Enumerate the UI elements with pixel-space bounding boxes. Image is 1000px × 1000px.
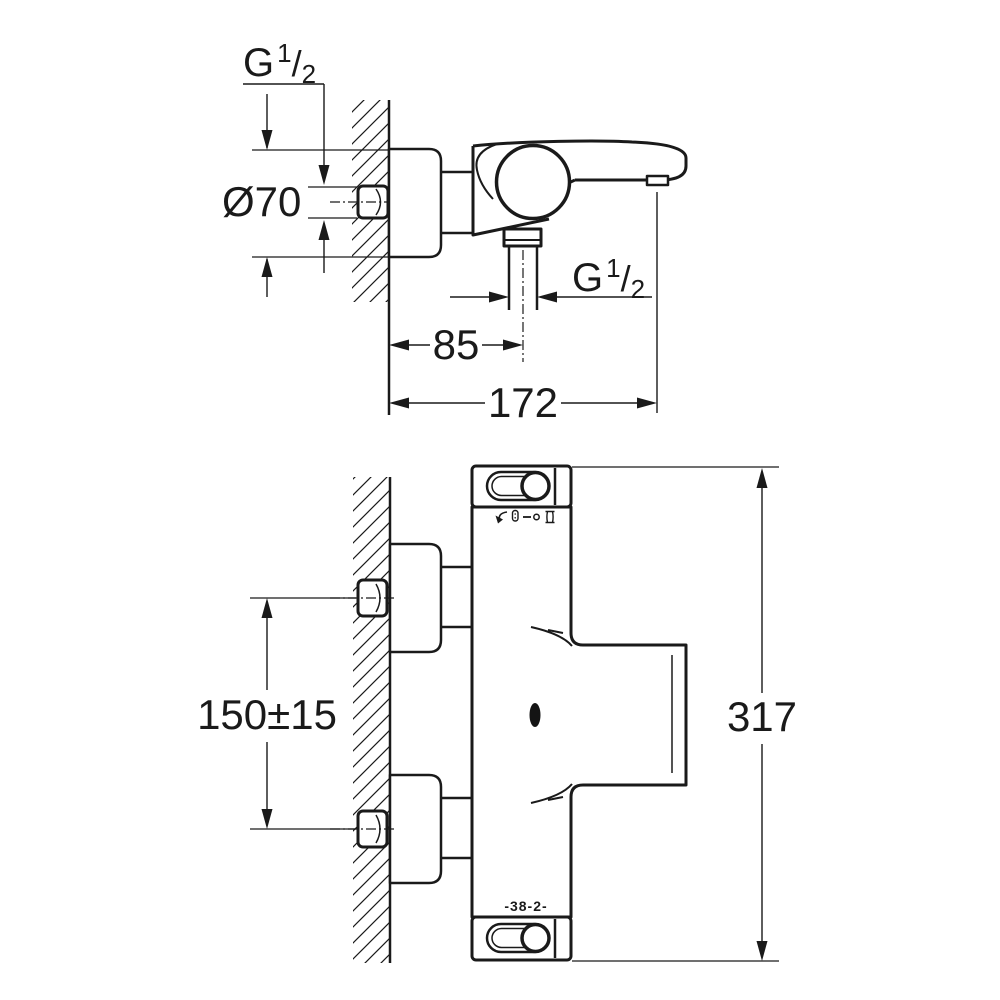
spout-fillet-top [530,626,573,647]
mode-pictograms [495,509,555,524]
dim-escutcheon-diameter: Ø70 [222,94,389,297]
diverter-knob [520,470,551,502]
rotate-arrow-icon [495,511,508,524]
cartridge-cap [494,143,572,221]
dim-spout-reach: 172 [389,192,658,426]
thermostat-body [470,505,688,919]
dim-317-label: 317 [727,693,797,740]
faucet-body-side [471,139,688,362]
tub-icon [545,510,555,524]
spout-fillet-bottom [530,783,573,804]
dot-icon [533,513,540,521]
temperature-scale-marking: -38-2- [504,898,547,914]
wall-union-nut [330,184,394,220]
front-view: -38-2- 150±15 317 [197,464,797,963]
dim-outlet-offset: 85 [389,321,523,368]
aerator [645,174,670,187]
escutcheon-side [387,147,443,259]
lever-seam [475,143,498,200]
diverter-handle [470,464,573,509]
grohe-logo-mark [529,703,541,727]
escutcheon-neck [441,170,472,235]
spout-outline [472,139,688,182]
shower-outlet-nut [502,227,543,248]
dim-150-label: 150±15 [197,691,337,738]
temperature-knob [520,922,551,954]
dim-union-spacing: 150±15 [197,597,356,830]
temperature-handle: -38-2- [470,898,573,962]
upper-inlet-union [330,542,473,654]
lower-inlet-union [330,773,473,885]
front-view-wall [353,477,392,963]
body-outline [470,505,688,919]
dim-overall-height: 317 [572,466,797,962]
dim-85-label: 85 [433,321,480,368]
shower-icon [511,509,519,522]
shower-outlet-pipe [507,246,539,310]
dim-d70-label: Ø70 [222,178,301,225]
dim-172-label: 172 [488,379,558,426]
